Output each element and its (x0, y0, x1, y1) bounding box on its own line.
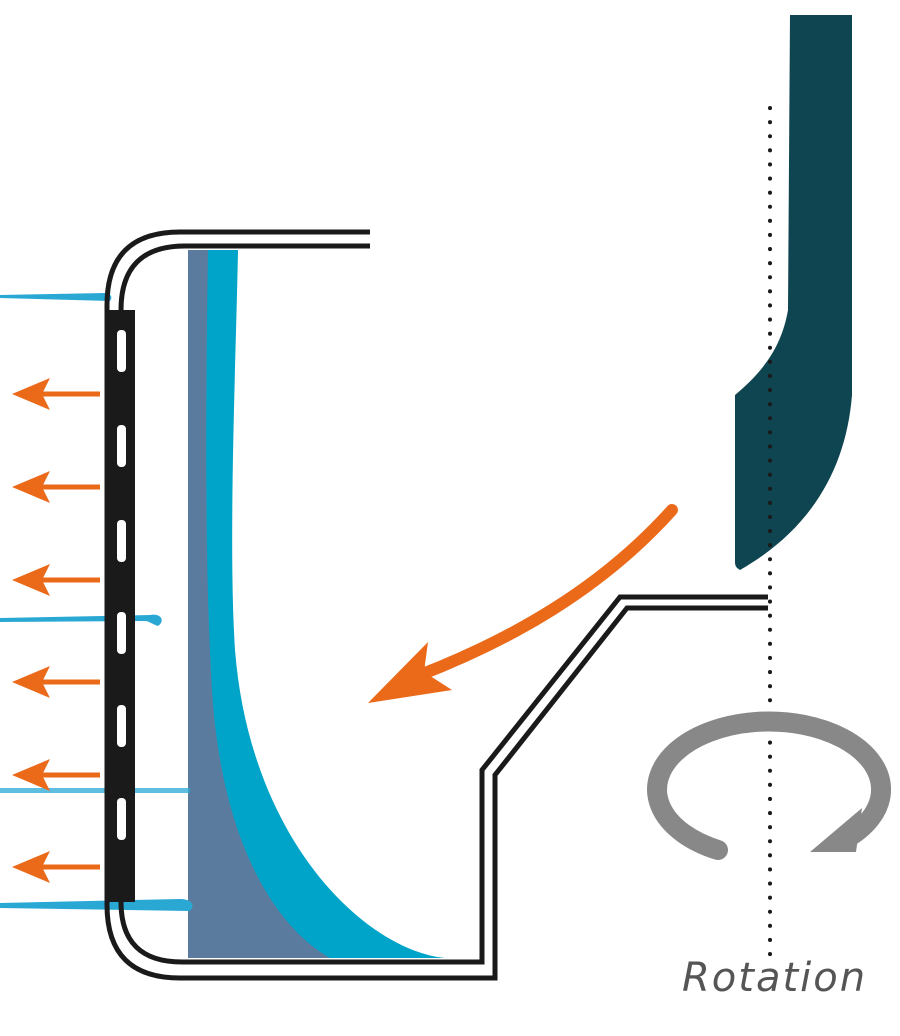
basket-wall (104, 229, 768, 981)
jet-bottom (0, 899, 193, 911)
curved-arrow-icon (368, 504, 678, 703)
arrow-left-icon (12, 378, 100, 410)
light-liquid-layer (188, 250, 445, 958)
basket-inner-wall (118, 243, 768, 965)
arrow-left-icon (12, 666, 100, 698)
jet-top (0, 293, 112, 301)
feed-pipe (735, 15, 852, 570)
jet-lower (0, 788, 190, 793)
outflow-jets (0, 293, 193, 911)
arrow-left-icon (12, 759, 100, 791)
wall-perforations (117, 330, 126, 840)
dark-liquid-layer (188, 250, 330, 958)
arrow-left-icon (12, 851, 100, 883)
circular-arrow-icon (647, 711, 892, 860)
liquid-layers (188, 250, 445, 958)
arrow-left-icon (12, 471, 100, 503)
rotation-label: Rotation (682, 955, 868, 1001)
jet-middle (0, 614, 162, 626)
outward-arrows (12, 378, 100, 883)
arrow-left-icon (12, 564, 100, 596)
basket-outer-wall (104, 229, 768, 981)
